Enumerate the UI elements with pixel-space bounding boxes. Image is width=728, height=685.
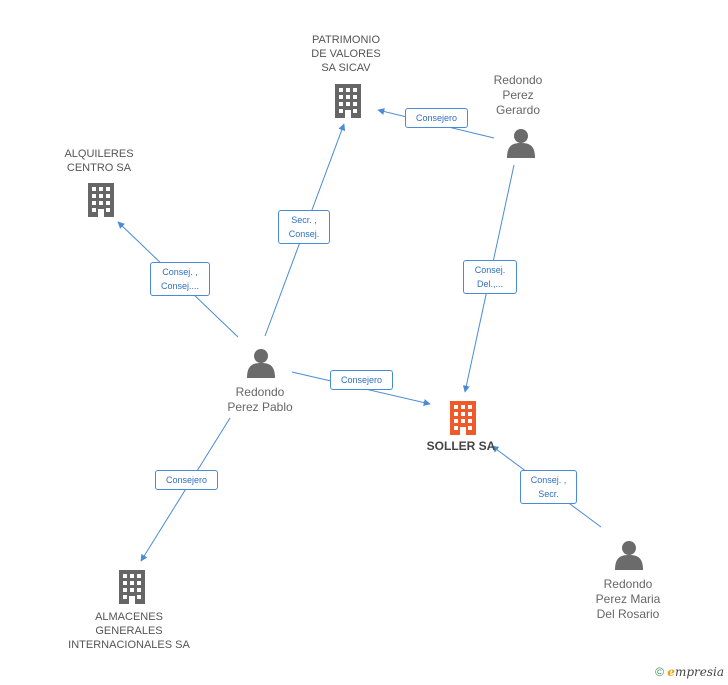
label-line: ALMACENES [95,611,163,623]
brand-logo: empresia [667,665,724,679]
edge-label-text: Consejero [340,375,383,385]
person-icon[interactable] [615,541,643,570]
node-label-soller[interactable]: SOLLER SA [411,439,511,453]
label-line: Redondo [603,577,653,591]
label-line: SOLLER SA [426,439,496,453]
building-icon[interactable] [335,84,361,118]
label-line: Perez Pablo [227,400,293,414]
edge-label-pablo-patrimonio[interactable]: Secr. , Consej. [278,210,330,244]
node-label-maria[interactable]: Redondo Perez Maria Del Rosario [583,577,673,622]
edge-label-text: Consej. , [162,267,198,277]
building-icon[interactable] [88,183,114,217]
edge-label-text: Secr. [538,489,559,499]
edge-label-text: Secr. , [291,215,317,225]
edge-label-pablo-alquileres[interactable]: Consej. , Consej.... [150,262,210,296]
building-icon-main[interactable] [450,401,476,435]
label-line: Gerardo [495,103,541,117]
label-line: SA SICAV [321,62,371,74]
edge-label-gerardo-patrimonio[interactable]: Consejero [405,108,468,128]
node-label-alquileres[interactable]: ALQUILERES CENTRO SA [51,147,147,175]
edge-label-text: Consej. [288,229,320,239]
brand-name: mpresia [674,665,724,679]
node-label-patrimonio[interactable]: PATRIMONIO DE VALORES SA SICAV [296,33,396,75]
node-label-almacenes[interactable]: ALMACENES GENERALES INTERNACIONALES SA [64,610,194,652]
person-icon[interactable] [507,129,535,158]
label-line: Perez Maria [595,592,661,606]
edge-label-pablo-almacenes[interactable]: Consejero [155,470,218,490]
edge-label-text: Consejero [415,113,458,123]
label-line: INTERNACIONALES SA [68,639,190,651]
label-line: DE VALORES [311,48,381,60]
label-line: ALQUILERES [64,148,134,160]
edge-label-pablo-soller[interactable]: Consejero [330,370,393,390]
edge-label-maria-soller[interactable]: Consej. , Secr. [520,470,577,504]
building-icon[interactable] [119,570,145,604]
footer-brand[interactable]: © empresia [655,665,724,679]
label-line: GENERALES [95,625,163,637]
label-line: Redondo [493,73,543,87]
label-line: CENTRO SA [66,162,132,174]
copyright-symbol: © [655,665,664,679]
label-line: Redondo [235,385,285,399]
label-line: PATRIMONIO [311,34,381,46]
edge-label-text: Del.,... [476,279,503,289]
label-line: Perez [502,88,534,102]
label-line: Del Rosario [596,607,660,621]
person-icon[interactable] [247,349,275,378]
brand-initial: e [667,665,675,679]
edge-label-text: Consej.... [160,281,200,291]
edge-label-text: Consej. [474,265,506,275]
edge-label-text: Consejero [165,475,208,485]
edge-label-text: Consej. , [530,475,567,485]
node-label-gerardo[interactable]: Redondo Perez Gerardo [476,73,560,118]
edge-label-gerardo-soller[interactable]: Consej. Del.,... [463,260,517,294]
node-label-pablo[interactable]: Redondo Perez Pablo [214,385,306,415]
